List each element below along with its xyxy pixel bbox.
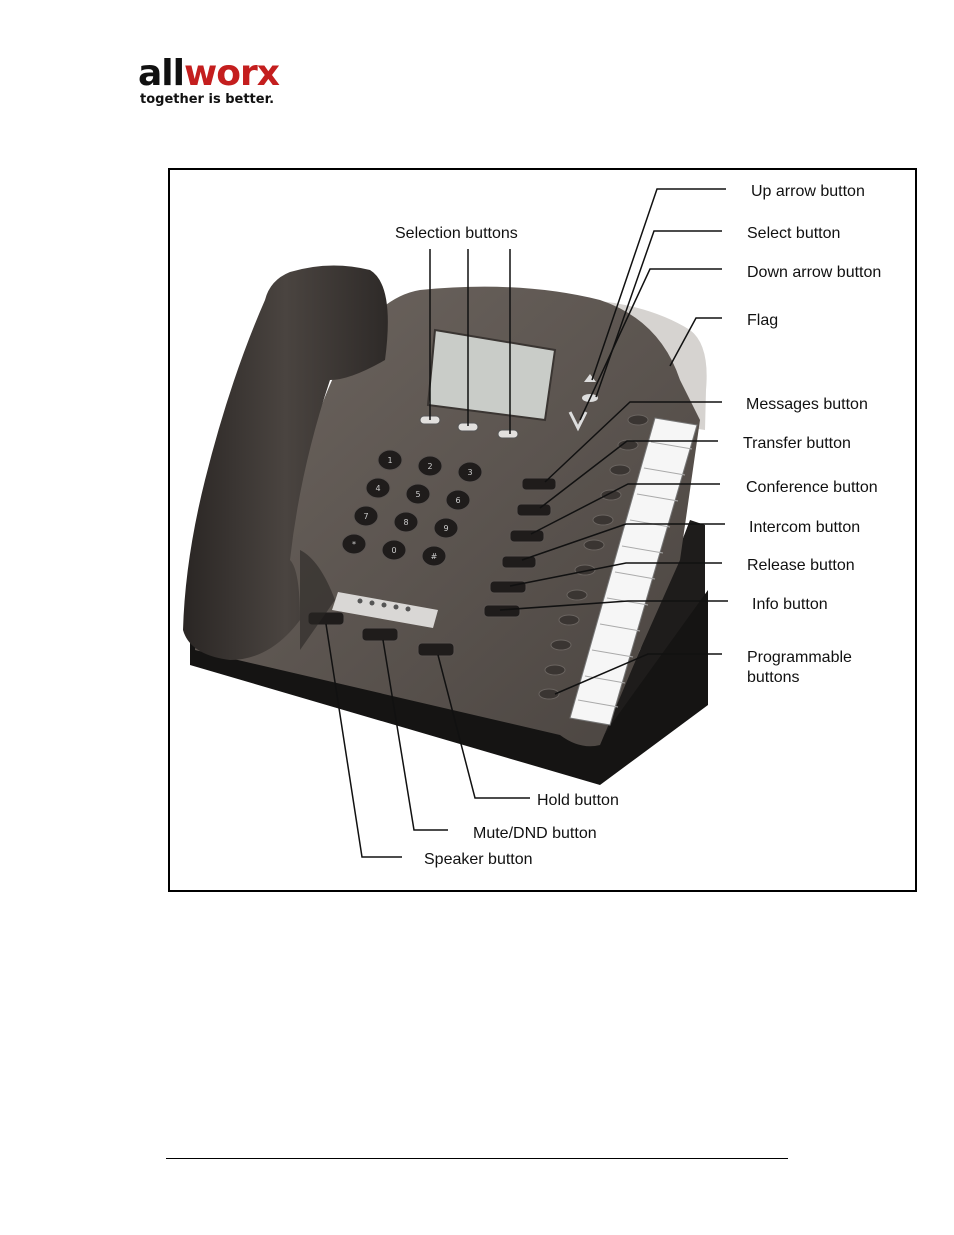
- label-programmable-line1: Programmable: [747, 649, 852, 666]
- label-intercom: Intercom button: [749, 519, 860, 536]
- label-programmable-line2: buttons: [747, 669, 799, 686]
- keypad-key[interactable]: [457, 461, 483, 483]
- keypad-key-label: 6: [455, 496, 460, 505]
- programmable-button[interactable]: [617, 439, 639, 451]
- release-button[interactable]: [489, 580, 527, 594]
- keypad-key-label: 7: [363, 512, 368, 521]
- label-mute-dnd: Mute/DND button: [473, 825, 597, 842]
- phone-diagram-frame: [168, 168, 917, 892]
- keypad-key[interactable]: [341, 533, 367, 555]
- keypad-key-label: 9: [443, 524, 448, 533]
- phone-body: [195, 286, 700, 747]
- programmable-button[interactable]: [600, 489, 622, 501]
- keypad-key-label: 5: [415, 490, 420, 499]
- handset-cradle-shadow: [300, 550, 335, 650]
- programmable-button[interactable]: [627, 414, 649, 426]
- label-down-arrow: Down arrow button: [747, 264, 881, 281]
- up-arrow-icon[interactable]: [584, 374, 596, 382]
- keypad-key-label: 2: [427, 462, 432, 471]
- label-messages: Messages button: [746, 396, 868, 413]
- handset: [183, 265, 388, 660]
- hold-button[interactable]: [417, 642, 455, 657]
- keypad-key-label: 4: [375, 484, 380, 493]
- logo-all: all: [138, 53, 185, 94]
- label-flag: Flag: [747, 312, 778, 329]
- label-info: Info button: [752, 596, 828, 613]
- keypad-key[interactable]: [381, 539, 407, 561]
- logo-worx: worx: [183, 53, 280, 94]
- down-arrow-icon[interactable]: [568, 411, 588, 432]
- keypad-key[interactable]: [445, 489, 471, 511]
- info-button[interactable]: [483, 604, 521, 618]
- keypad-key[interactable]: [405, 483, 431, 505]
- footer-rule: [166, 1158, 788, 1159]
- programmable-button[interactable]: [544, 664, 566, 676]
- speaker-grille-dots: [357, 598, 411, 612]
- keypad-key-label: #: [431, 552, 438, 561]
- keypad-key[interactable]: [377, 449, 403, 471]
- keypad-key[interactable]: [365, 477, 391, 499]
- logo-tagline: together is better.: [140, 92, 275, 107]
- keypad: 1 2 3 4 5 6 7 8 9 * 0 #: [341, 449, 483, 567]
- label-select: Select button: [747, 225, 840, 242]
- programmable-button[interactable]: [583, 539, 605, 551]
- callout-labels: Up arrow button Select button Down arrow…: [395, 183, 881, 868]
- logo-wordmark: allworx: [138, 50, 280, 98]
- feature-buttons: [483, 477, 557, 618]
- label-transfer: Transfer button: [743, 435, 851, 452]
- label-selection-buttons: Selection buttons: [395, 225, 518, 242]
- keypad-key[interactable]: [393, 511, 419, 533]
- keypad-key-label: 1: [387, 456, 392, 465]
- keypad-key-label: 8: [403, 518, 408, 527]
- callout-leader-lines: [325, 188, 728, 858]
- label-up-arrow: Up arrow button: [751, 183, 865, 200]
- programmable-button[interactable]: [550, 639, 572, 651]
- conference-button[interactable]: [509, 529, 545, 543]
- label-hold: Hold button: [537, 792, 619, 809]
- allworx-logo: allworx together is better.: [138, 50, 338, 120]
- transfer-button[interactable]: [516, 503, 552, 517]
- programmable-label-strip: [569, 417, 698, 726]
- selection-button-3[interactable]: [497, 429, 519, 439]
- keypad-key-label: *: [352, 540, 356, 549]
- keypad-key[interactable]: [417, 455, 443, 477]
- keypad-key-label: 0: [391, 546, 396, 555]
- mute-dnd-button[interactable]: [361, 627, 399, 642]
- keypad-key[interactable]: [421, 545, 447, 567]
- label-speaker: Speaker button: [424, 851, 533, 868]
- keypad-key[interactable]: [433, 517, 459, 539]
- intercom-button[interactable]: [501, 555, 537, 569]
- label-conference: Conference button: [746, 479, 878, 496]
- programmable-button[interactable]: [609, 464, 631, 476]
- programmable-button[interactable]: [558, 614, 580, 626]
- programmable-button[interactable]: [592, 514, 614, 526]
- keypad-key[interactable]: [353, 505, 379, 527]
- label-release: Release button: [747, 557, 855, 574]
- programmable-button[interactable]: [538, 688, 560, 700]
- messages-button[interactable]: [521, 477, 557, 491]
- keypad-key-label: 3: [467, 468, 472, 477]
- programmable-button[interactable]: [566, 589, 588, 601]
